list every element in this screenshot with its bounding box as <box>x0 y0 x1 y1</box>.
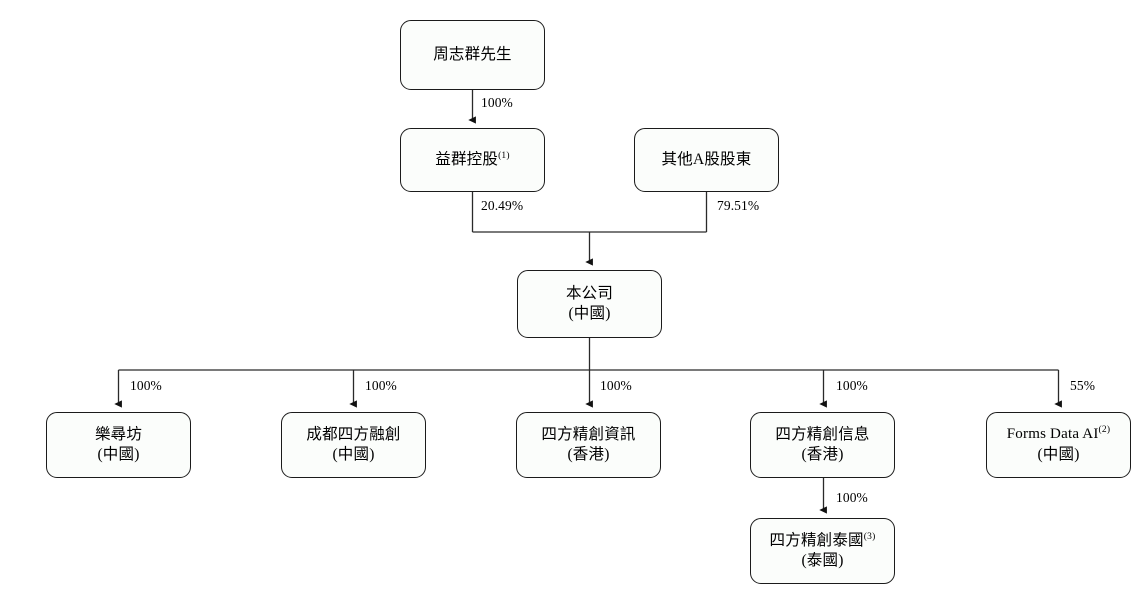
node-other-a-share-holders[interactable]: 其他A股股東 <box>634 128 779 192</box>
node-sifang-jingchuang-thailand[interactable]: 四方精創泰國(3) (泰國) <box>750 518 895 584</box>
node-the-company[interactable]: 本公司 (中國) <box>517 270 662 338</box>
edge-label-ownership-percent: 100% <box>365 378 397 393</box>
edge-label-ownership-percent: 79.51% <box>717 198 760 213</box>
footnote-marker: (2) <box>1098 425 1111 436</box>
edge-label-ownership-percent: 100% <box>130 378 162 393</box>
node-label-line2: (中國) <box>568 305 611 322</box>
edge-label-ownership-percent: 100% <box>481 95 513 110</box>
footnote-marker: (3) <box>863 532 876 543</box>
node-sifang-jingchuang-zixun[interactable]: 四方精創資訊 (香港) <box>516 412 661 478</box>
node-label-line1: 周志群先生 <box>433 46 512 64</box>
node-label-line1: 成都四方融創 <box>306 426 401 444</box>
node-forms-data-ai[interactable]: Forms Data AI(2) (中國) <box>986 412 1131 478</box>
node-label-line2: (中國) <box>97 446 140 463</box>
node-label-line1: 四方精創信息 <box>775 426 870 444</box>
edge-label-ownership-percent: 100% <box>836 378 868 393</box>
node-label-line1: 四方精創資訊 <box>541 426 636 444</box>
node-label-line1: 本公司 <box>565 285 614 303</box>
edge-label-ownership-percent: 100% <box>600 378 632 393</box>
node-yiqun-holdings[interactable]: 益群控股(1) <box>400 128 545 192</box>
edge-label-ownership-percent: 100% <box>836 490 868 505</box>
node-label-line2: (泰國) <box>801 552 844 569</box>
node-label-line2: (香港) <box>567 446 610 463</box>
node-label-line1: Forms Data AI(2) <box>1006 425 1111 443</box>
edge-label-ownership-percent: 55% <box>1070 378 1096 393</box>
node-label-line2: (中國) <box>1037 445 1080 463</box>
node-label-line1: 樂尋坊 <box>94 426 143 444</box>
node-sifang-jingchuang-xinxi[interactable]: 四方精創信息 (香港) <box>750 412 895 478</box>
node-chengdu-sifang-rongchuang[interactable]: 成都四方融創 (中國) <box>281 412 426 478</box>
footnote-marker: (1) <box>498 150 510 161</box>
node-label-line1: 益群控股(1) <box>435 150 510 169</box>
node-lexunfang[interactable]: 樂尋坊 (中國) <box>46 412 191 478</box>
node-label-line2: (中國) <box>332 446 375 463</box>
node-label-line1: 四方精創泰國(3) <box>769 532 876 550</box>
edge-label-ownership-percent: 20.49% <box>481 198 524 213</box>
node-label-line1: 其他A股股東 <box>661 151 752 169</box>
node-label-line2: (香港) <box>801 446 844 463</box>
node-chairman[interactable]: 周志群先生 <box>400 20 545 90</box>
